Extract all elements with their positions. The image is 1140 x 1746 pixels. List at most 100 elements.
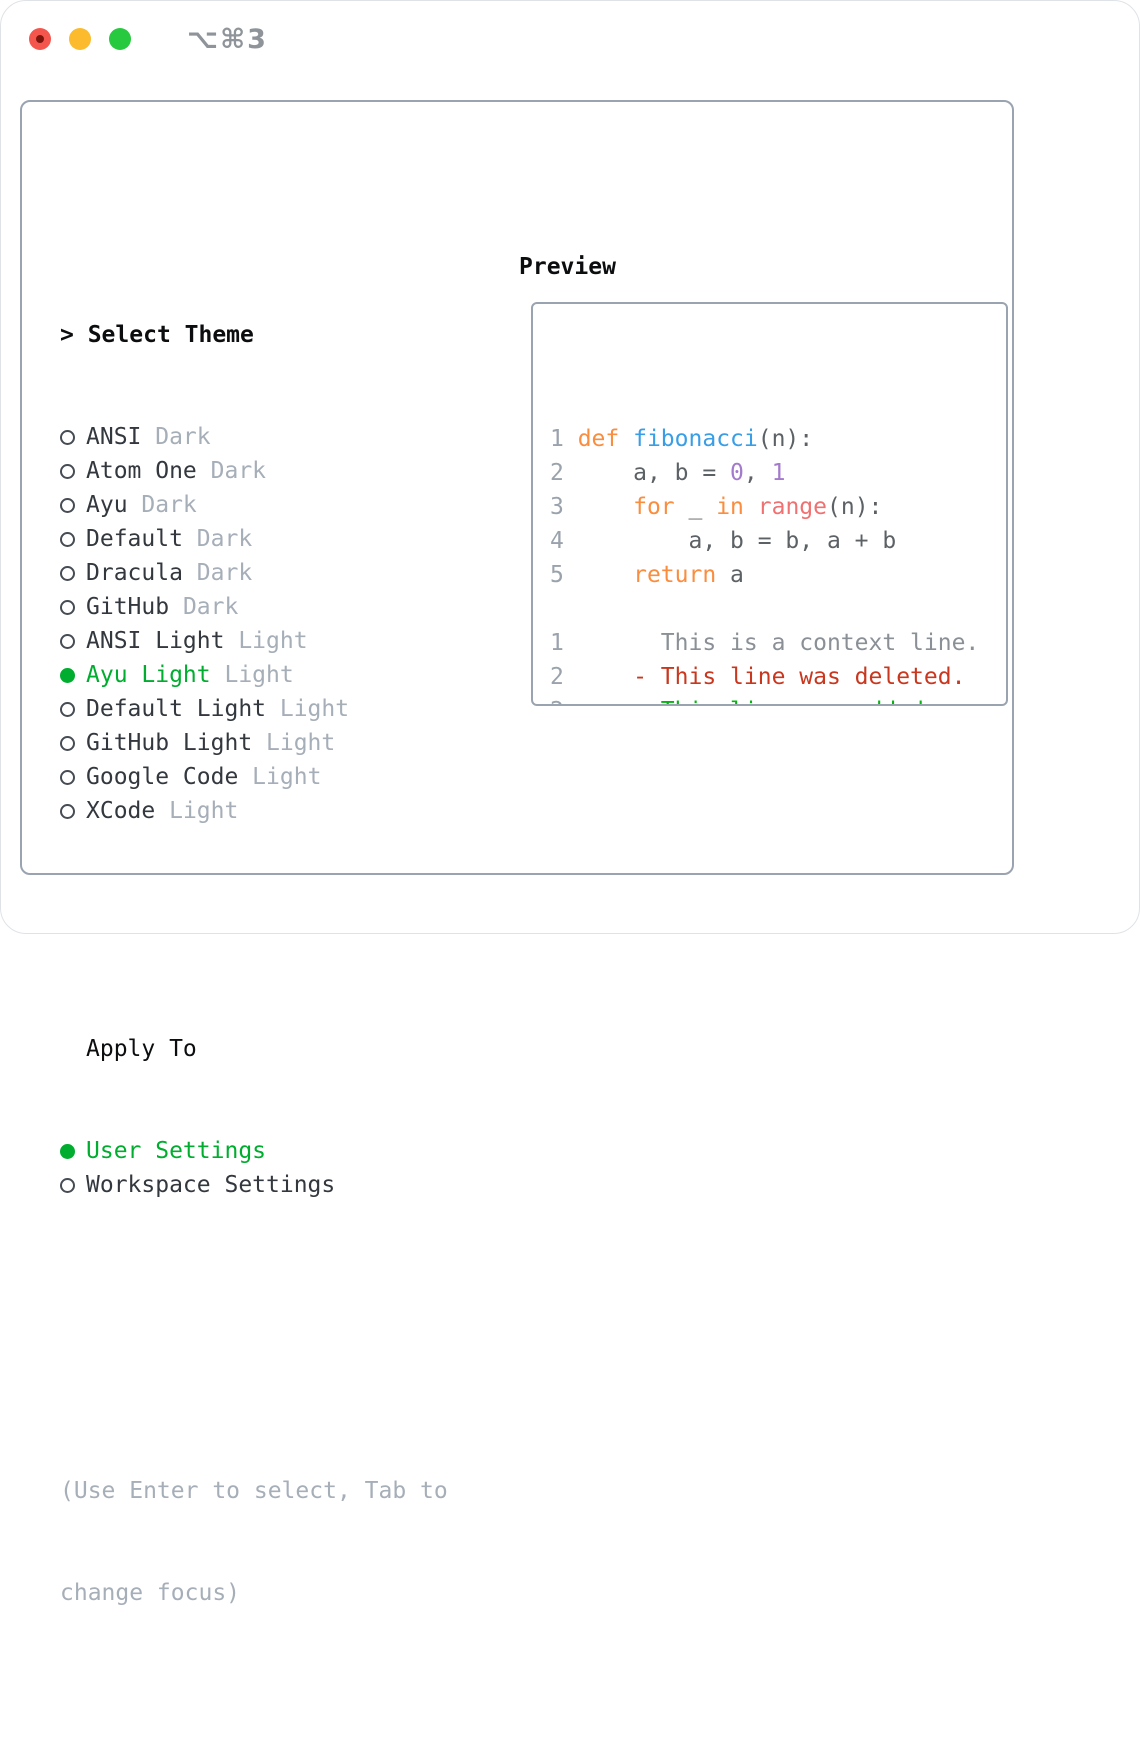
item-label: Ayu	[86, 492, 128, 518]
diff-line: 2 - This line was deleted.	[550, 660, 996, 694]
line-number: 2	[550, 460, 578, 486]
code-line: 3 for _ in range(n):	[550, 490, 996, 524]
usage-hint: (Use Enter to select, Tab to change focu…	[60, 1406, 448, 1678]
code-token: + This line was added.	[578, 698, 938, 704]
code-token: fibonacci	[633, 426, 758, 452]
radio-icon	[60, 497, 75, 513]
code-token: 1	[771, 460, 786, 486]
hint-line: change focus)	[60, 1580, 241, 1606]
code-token: a, b = b, a + b	[577, 528, 897, 554]
item-variant-label: Dark	[169, 594, 239, 620]
item-variant-label: Light	[238, 764, 322, 790]
item-label: Dracula	[86, 560, 183, 586]
radio-icon	[60, 599, 75, 615]
line-number: 1	[550, 426, 578, 452]
code-token: range	[757, 494, 827, 520]
code-line: 2 a, b = 0, 1	[550, 456, 996, 490]
radio-icon	[60, 701, 75, 717]
item-label: Ayu Light	[86, 662, 211, 688]
item-variant-label: Light	[266, 696, 350, 722]
theme-option-github-light[interactable]: GitHub Light Light	[60, 726, 448, 760]
theme-option-google-code[interactable]: Google Code Light	[60, 760, 448, 794]
code-token: _	[674, 494, 717, 520]
item-label: Default	[86, 526, 183, 552]
item-label: Workspace Settings	[86, 1172, 336, 1198]
code-token	[744, 494, 758, 520]
line-number: 2	[550, 698, 578, 704]
item-variant-label: Dark	[182, 526, 253, 552]
radio-icon	[60, 463, 75, 479]
radio-selected-icon	[60, 1143, 75, 1159]
code-token: in	[716, 494, 744, 520]
code-line: 4 a, b = b, a + b	[550, 524, 996, 558]
theme-option-default[interactable]: Default Dark	[60, 522, 448, 556]
theme-option-github[interactable]: GitHub Dark	[60, 590, 448, 624]
item-label: ANSI Light	[86, 628, 225, 654]
theme-option-default-light[interactable]: Default Light Light	[60, 692, 448, 726]
select-theme-header: > Select Theme	[60, 318, 448, 352]
theme-option-ayu[interactable]: Ayu Dark	[60, 488, 448, 522]
item-variant-label: Light	[224, 628, 308, 654]
code-token	[619, 426, 633, 452]
item-variant-label: Light	[210, 662, 294, 688]
item-label: Default Light	[86, 696, 267, 722]
radio-icon	[60, 1177, 75, 1193]
code-token: 0	[730, 460, 744, 486]
code-token: def	[577, 426, 620, 452]
code-token: a	[716, 562, 744, 588]
item-label: GitHub	[86, 594, 170, 620]
code-token: (n):	[827, 494, 883, 520]
radio-icon	[60, 429, 75, 445]
diff-line: 1 This is a context line.	[550, 626, 996, 660]
item-label: GitHub Light	[86, 730, 253, 756]
minimize-button[interactable]	[69, 28, 91, 50]
line-number: 4	[550, 528, 578, 554]
titlebar: ⌥⌘3	[1, 1, 1139, 77]
theme-option-atom-one[interactable]: Atom One Dark	[60, 454, 448, 488]
line-number: 1	[550, 630, 578, 656]
code-line	[550, 592, 996, 626]
theme-option-xcode[interactable]: XCode Light	[60, 794, 448, 828]
item-variant-label: Dark	[196, 458, 267, 484]
item-label: Atom One	[86, 458, 197, 484]
item-variant-label: Dark	[127, 492, 197, 518]
close-button[interactable]	[29, 28, 51, 50]
item-variant-label: Dark	[182, 560, 253, 586]
radio-selected-icon	[60, 667, 75, 683]
item-label: Google Code	[86, 764, 239, 790]
line-number: 5	[550, 562, 578, 588]
code-token: a, b =	[577, 460, 731, 486]
radio-icon	[60, 769, 75, 785]
item-variant-label: Light	[155, 798, 239, 824]
item-label: ANSI	[86, 424, 142, 450]
theme-option-ayu-light[interactable]: Ayu Light Light	[60, 658, 448, 692]
apply-option-workspace-settings[interactable]: Workspace Settings	[60, 1168, 448, 1202]
theme-option-ansi-light[interactable]: ANSI Light Light	[60, 624, 448, 658]
line-number: 2	[550, 664, 578, 690]
code-token	[578, 494, 633, 520]
line-number: 3	[550, 494, 578, 520]
item-variant-label: Dark	[141, 424, 211, 450]
code-token: for	[633, 494, 675, 520]
code-line: 1 def fibonacci(n):	[550, 422, 996, 456]
code-token	[578, 562, 633, 588]
code-token: return	[633, 562, 717, 588]
apply-to-header: Apply To	[86, 1036, 197, 1062]
theme-option-dracula[interactable]: Dracula Dark	[60, 556, 448, 590]
item-label: XCode	[86, 798, 156, 824]
item-variant-label: Light	[252, 730, 336, 756]
code-token: - This line was deleted.	[577, 664, 966, 690]
zoom-button[interactable]	[109, 28, 131, 50]
window-title-shortcut: ⌥⌘3	[187, 23, 268, 55]
code-line: 5 return a	[550, 558, 996, 592]
apply-option-user-settings[interactable]: User Settings	[60, 1134, 448, 1168]
diff-line: 2 + This line was added.	[550, 694, 996, 704]
theme-option-ansi[interactable]: ANSI Dark	[60, 420, 448, 454]
code-token: ,	[743, 460, 772, 486]
